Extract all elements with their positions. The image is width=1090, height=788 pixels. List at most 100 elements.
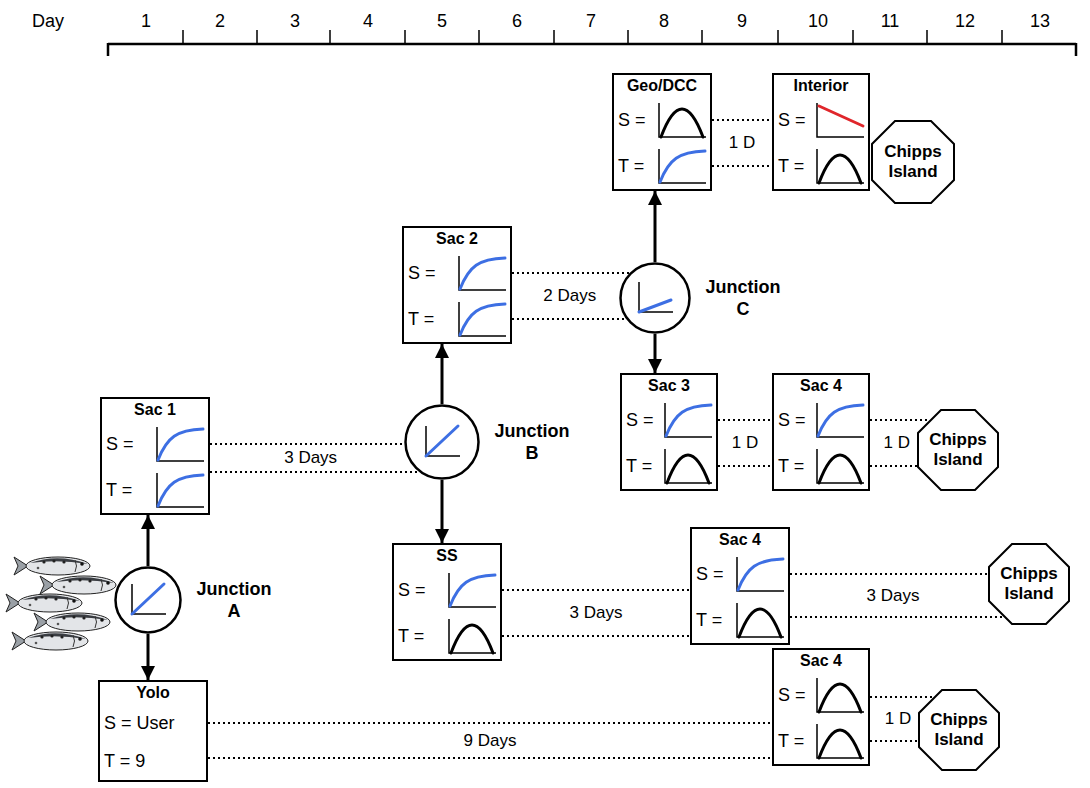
- travel-time-label: 1 D: [885, 709, 911, 728]
- rate-row: T =: [404, 296, 510, 342]
- travel-time-label-box: 3 Days: [863, 586, 922, 606]
- day-label-box: 11: [881, 10, 900, 32]
- rate-row: T =: [622, 443, 716, 489]
- day-label-box: 3: [290, 10, 300, 32]
- rate-row: S =: [774, 397, 868, 443]
- day-label-box: Day: [32, 10, 64, 32]
- rate-row: S =: [622, 397, 716, 443]
- junction-outline: [621, 264, 690, 333]
- chart-axes: [737, 557, 784, 591]
- rate-chart: [657, 101, 707, 139]
- day-label-box: 2: [215, 10, 225, 32]
- rate-label: S =: [778, 110, 806, 131]
- rate-curve: [667, 455, 709, 483]
- chart-axes: [665, 449, 712, 483]
- travel-time-connector: [870, 697, 934, 741]
- box-title-row: Sac 1: [102, 399, 208, 421]
- junction-label: Junction B: [488, 420, 576, 464]
- travel-time-label: 1 D: [883, 433, 909, 452]
- day-label: Day: [32, 11, 64, 31]
- day-label-box: 5: [437, 10, 447, 32]
- flow-arrow: [441, 480, 444, 543]
- endpoint-label: Chipps Island: [924, 710, 994, 750]
- junction-outline: [116, 568, 181, 633]
- endpoint-label: Chipps Island: [878, 142, 948, 182]
- rate-row: S =: [692, 551, 788, 597]
- fish-school: [6, 557, 116, 650]
- travel-time-connector: [210, 444, 419, 472]
- connector-layer: [148, 120, 1004, 758]
- rate-curve: [460, 258, 505, 289]
- day-label: 7: [586, 11, 596, 31]
- rate-label: S =: [106, 434, 134, 455]
- process-box: Sac 2S =T =: [402, 226, 512, 344]
- octagon-outline: [918, 689, 1000, 771]
- rate-row: S =: [774, 97, 868, 143]
- junction-label-box: Junction A: [190, 578, 278, 622]
- octagon-text-box: Chipps Island: [918, 689, 1000, 771]
- rate-curve: [451, 625, 493, 653]
- rate-chart: [663, 401, 713, 439]
- junction-circle: [619, 262, 691, 334]
- rate-chart: [815, 676, 865, 714]
- process-box: Interior S = T =: [772, 73, 870, 191]
- chart-axes: [817, 403, 864, 437]
- rate-label: T =: [778, 156, 804, 177]
- junction-label-box: Junction B: [488, 420, 576, 464]
- rate-label: T = 9: [104, 751, 145, 772]
- rate-curve: [661, 109, 703, 137]
- rate-row: S =: [404, 250, 510, 296]
- travel-time-connector: [208, 723, 772, 758]
- rate-row: T =: [692, 597, 788, 643]
- box-title: Yolo: [136, 684, 169, 701]
- rate-label: S =: [696, 564, 724, 585]
- travel-time-label-box: 1 D: [729, 433, 761, 453]
- octagon-outline: [917, 409, 999, 491]
- travel-time-connector: [718, 420, 772, 466]
- travel-time-label-box: 2 Days: [540, 286, 599, 306]
- fish-icon: [40, 576, 116, 594]
- route-probability-line: [426, 426, 458, 456]
- rate-row: T =: [774, 443, 868, 489]
- rate-row: S =: [774, 672, 868, 718]
- box-title: Sac 1: [134, 401, 176, 418]
- rate-curve: [819, 155, 861, 183]
- travel-time-label: 3 Days: [284, 448, 337, 467]
- rate-chart: [815, 447, 865, 485]
- rate-curve: [158, 429, 203, 460]
- box-title-row: Geo/DCC: [614, 75, 710, 97]
- day-label: 5: [437, 11, 447, 31]
- rate-curve: [666, 405, 711, 436]
- flow-arrow: [441, 344, 444, 404]
- rate-label: T =: [696, 610, 722, 631]
- travel-time-connector: [712, 120, 772, 166]
- day-label: 4: [363, 11, 373, 31]
- rate-row: S =: [394, 567, 500, 613]
- process-box: Sac 1S =T =: [100, 397, 210, 515]
- rate-curve: [660, 151, 705, 182]
- rate-row: T =: [774, 143, 868, 189]
- octagon-text-box: Chipps Island: [871, 120, 955, 204]
- rate-row: S =: [614, 97, 710, 143]
- rate-label: T =: [618, 156, 644, 177]
- junction-node: Junction A: [114, 566, 278, 634]
- rate-row: T =: [394, 613, 500, 659]
- day-label: 13: [1030, 11, 1050, 31]
- chart-axes: [639, 282, 673, 312]
- rate-row: T = 9: [100, 742, 206, 780]
- chart-axes: [817, 103, 864, 137]
- chart-axes: [426, 426, 460, 456]
- terminal-octagon: Chipps Island: [918, 689, 1000, 771]
- day-label-box: 13: [1030, 10, 1050, 32]
- box-title: Sac 4: [800, 652, 842, 669]
- box-title-row: Interior: [774, 75, 868, 97]
- travel-time-label: 3 Days: [866, 586, 919, 605]
- chart-axes: [459, 256, 506, 290]
- process-box: Sac 3S =T =: [620, 373, 718, 491]
- rate-curve: [158, 475, 203, 506]
- octagon-shape: [989, 544, 1069, 624]
- rate-curve: [738, 559, 783, 590]
- rate-row: S =: [102, 421, 208, 467]
